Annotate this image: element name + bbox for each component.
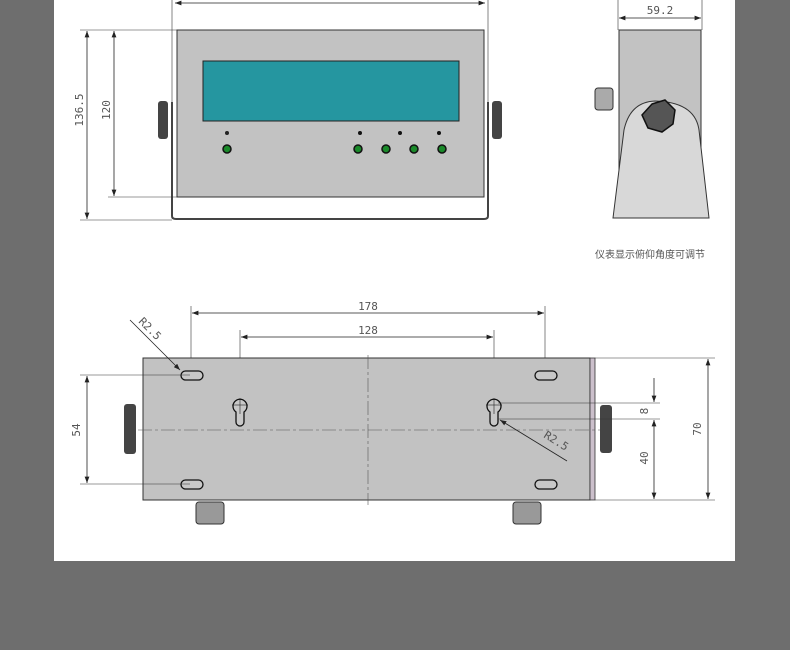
right-knob-icon xyxy=(600,405,612,453)
cable-gland-left-icon xyxy=(195,501,225,525)
dim-total-height: 136.5 xyxy=(73,93,86,126)
dim-keyhole-offset: 8 xyxy=(638,408,651,415)
bottom-view: 178 128 R2.5 R2.5 54 xyxy=(70,300,715,525)
tilt-caption: 仪表显示俯仰角度可调节 xyxy=(595,248,705,261)
cable-gland-icon xyxy=(594,87,614,111)
left-knob-icon xyxy=(124,404,136,454)
dim-depth-70: 70 xyxy=(691,422,704,435)
lcd-display xyxy=(202,60,460,122)
keypad-buttons xyxy=(222,144,447,154)
dim-radius-slot: R2.5 xyxy=(136,315,164,343)
stand-bracket xyxy=(171,102,489,220)
right-knob-icon xyxy=(492,101,502,139)
mounting-slots xyxy=(180,370,558,490)
side-bracket xyxy=(612,100,710,219)
bottom-plate xyxy=(142,357,591,501)
left-knob-icon xyxy=(158,101,168,139)
dim-slot-vertical: 54 xyxy=(70,423,83,437)
dim-depth: 59.2 xyxy=(647,4,674,17)
front-view: 136.5 120 xyxy=(73,0,502,221)
indicator-leds xyxy=(225,131,441,135)
tilt-knob-icon xyxy=(641,99,676,133)
dim-body-height: 120 xyxy=(100,100,113,120)
dim-slot-spacing: 178 xyxy=(358,300,378,313)
dim-keyhole-spacing: 128 xyxy=(358,324,378,337)
cable-gland-right-icon xyxy=(512,501,542,525)
side-view: 59.2 仪表显示俯仰角度可调节 xyxy=(594,0,710,261)
dim-keyhole-to-edge: 40 xyxy=(638,451,651,464)
